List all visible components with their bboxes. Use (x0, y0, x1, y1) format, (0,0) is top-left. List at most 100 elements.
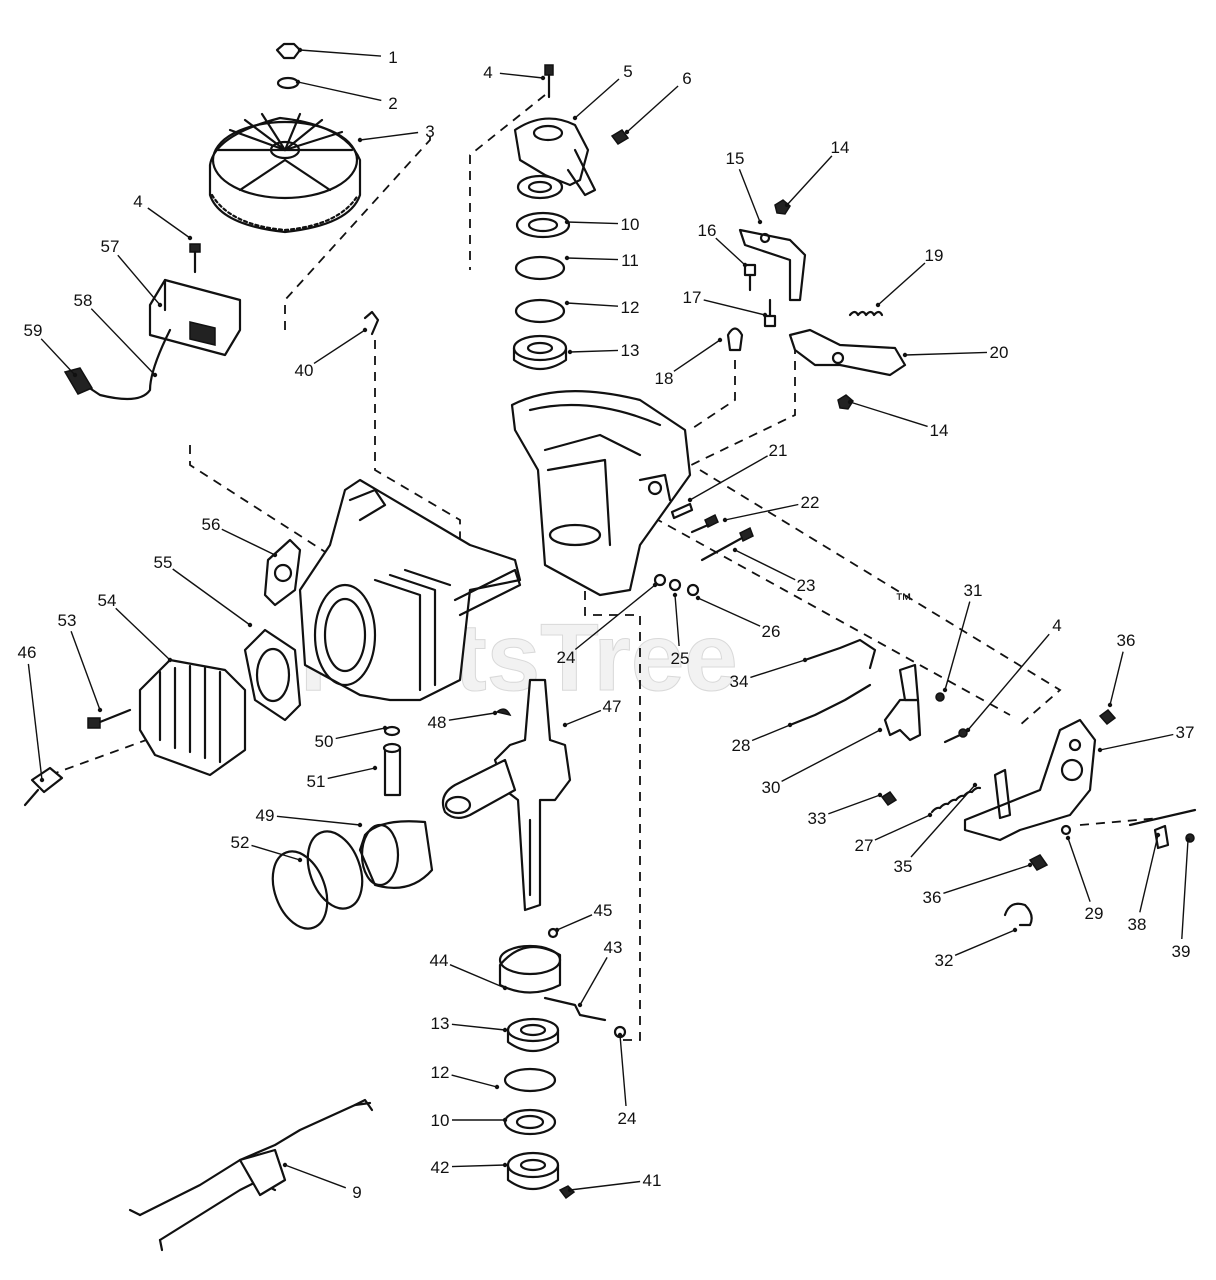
callout-label-c53: 53 (58, 611, 77, 630)
callout-leader-c50 (335, 727, 386, 740)
callout-arrowhead-c33 (877, 792, 883, 798)
callout-label-c41: 41 (643, 1171, 662, 1190)
callout-arrowhead-c28 (787, 722, 793, 728)
flywheel-washer (276, 76, 300, 90)
callout-label-c13b: 13 (431, 1014, 450, 1033)
callout-label-c43: 43 (604, 938, 623, 957)
callout-arrowhead-c9 (282, 1162, 288, 1168)
flywheel-nut (275, 42, 302, 60)
callout-arrowhead-c25 (672, 592, 678, 598)
callout-arrowhead-c4a (540, 75, 546, 81)
callout-arrowhead-c39 (1185, 837, 1191, 843)
callout-label-c14b: 14 (930, 421, 949, 440)
callout-leader-c49 (276, 815, 361, 826)
callout-leader-c2 (297, 81, 382, 102)
callout-arrowhead-c12a (564, 300, 570, 306)
piston-pin-clip (383, 725, 401, 737)
ground-clip (363, 310, 380, 336)
woodruff-key (495, 708, 512, 717)
callout-arrowhead-c44 (502, 985, 508, 991)
callout-label-c10a: 10 (621, 215, 640, 234)
callout-arrowhead-c38 (1155, 832, 1161, 838)
callout-label-c13a: 13 (621, 341, 640, 360)
bearing-top (516, 174, 564, 200)
callout-leader-c58 (90, 308, 156, 376)
callout-leader-c43 (579, 957, 608, 1006)
callout-label-c49: 49 (256, 806, 275, 825)
callout-label-c1: 1 (388, 48, 397, 67)
piston (358, 820, 434, 889)
callout-arrowhead-c53 (97, 707, 103, 713)
callout-leader-c22 (724, 503, 799, 521)
callout-label-c55: 55 (154, 553, 173, 572)
callout-label-c26: 26 (762, 622, 781, 641)
callout-leader-c39 (1181, 839, 1189, 940)
callout-arrowhead-c54 (167, 657, 173, 663)
callout-label-c11: 11 (621, 251, 639, 270)
screw-36-bottom (1028, 854, 1049, 871)
crankcase-cover (510, 390, 692, 597)
callout-arrowhead-c15 (757, 219, 763, 225)
callout-leader-c37 (1099, 733, 1174, 751)
callout-label-c14a: 14 (831, 138, 850, 157)
snap-ring-top-b (514, 298, 566, 324)
callout-arrowhead-c55 (247, 622, 253, 628)
callout-arrowhead-c10a (564, 219, 570, 225)
cylinder-head (138, 658, 247, 777)
callout-label-c54: 54 (98, 591, 117, 610)
callout-leader-c34 (750, 659, 806, 679)
callout-leader-c16 (715, 237, 746, 266)
ignition-coil (63, 278, 242, 401)
callout-arrowhead-c16 (742, 262, 748, 268)
screw-36-top (1098, 708, 1117, 726)
callout-arrowhead-c24a (652, 582, 658, 588)
callout-leader-c42 (451, 1164, 506, 1168)
head-bolt (87, 708, 132, 729)
callout-arrowhead-c57 (157, 302, 163, 308)
callout-leader-c25 (674, 594, 680, 647)
callout-label-c22: 22 (801, 493, 820, 512)
callout-leader-c12a (566, 302, 619, 307)
callout-leader-c41 (569, 1180, 641, 1191)
callout-label-c34: 34 (730, 672, 749, 691)
ball-bearing-bottom (506, 1017, 560, 1053)
callout-label-c52: 52 (231, 833, 250, 852)
callout-leader-c48 (448, 712, 496, 721)
callout-leader-c4c (967, 633, 1050, 731)
oil-seal-top (515, 211, 571, 239)
callout-leader-c15 (738, 168, 761, 223)
governor-spring (848, 310, 884, 317)
crankshaft (441, 678, 572, 912)
callout-leader-c1 (299, 49, 382, 57)
callout-leader-c9 (284, 1164, 347, 1189)
callout-label-c33: 33 (808, 809, 827, 828)
callout-leader-c33 (828, 794, 881, 815)
callout-label-c18: 18 (655, 369, 674, 388)
screw-4c (943, 728, 968, 744)
callout-leader-c13b (451, 1023, 506, 1031)
callout-arrowhead-c27 (927, 812, 933, 818)
callout-leader-c19 (877, 262, 926, 306)
callout-arrowhead-c3 (357, 137, 363, 143)
callout-leader-c45 (556, 914, 593, 931)
wiring-harness (128, 1098, 374, 1252)
callout-leader-c27 (874, 814, 931, 841)
callout-label-c19: 19 (925, 246, 944, 265)
callout-arrowhead-c48 (492, 710, 498, 716)
oil-seal-bottom (503, 1108, 557, 1136)
callout-arrowhead-c5 (572, 115, 578, 121)
callout-label-c24b: 24 (618, 1109, 637, 1128)
callout-arrowhead-c45 (554, 927, 560, 933)
callout-arrowhead-c56 (272, 552, 278, 558)
nut-33 (880, 790, 898, 807)
governor-shaft (543, 996, 607, 1022)
callout-arrowhead-c41 (567, 1187, 573, 1193)
callout-leader-c10a (566, 221, 619, 225)
bolt-short (690, 513, 719, 534)
clip-32 (1003, 902, 1033, 927)
callout-label-c25: 25 (671, 649, 690, 668)
callout-leader-c14b (849, 401, 928, 428)
choke-knob (726, 327, 744, 352)
callout-arrowhead-c26 (695, 595, 701, 601)
throttle-bracket (738, 228, 807, 302)
